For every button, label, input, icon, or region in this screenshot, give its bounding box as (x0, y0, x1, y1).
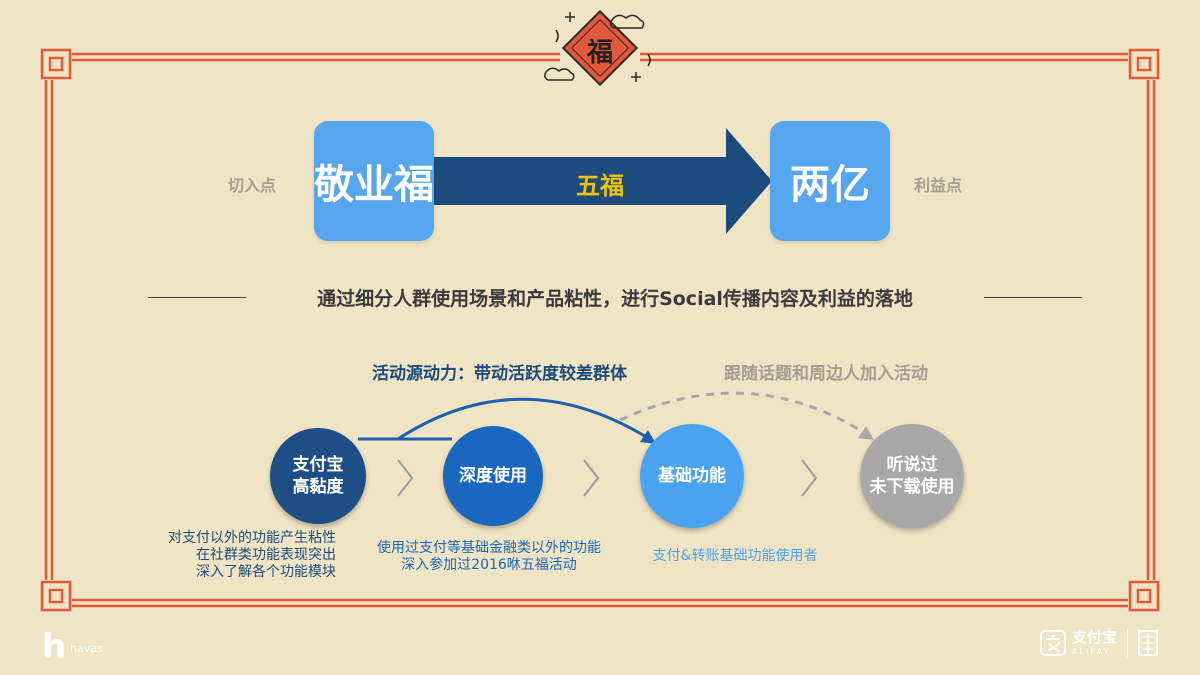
havas-logo-text: havas (70, 642, 103, 655)
node2-note-1: 使用过支付等基础金融类以外的功能 (377, 540, 601, 556)
driver-label: 活动源动力：带动活跃度较差群体 (372, 364, 627, 384)
node2-note-2: 深入参加过2016咻五福活动 (401, 557, 577, 573)
benefit-point-label: 利益点 (914, 176, 963, 195)
node-heard-not-downloaded: 听说过 未下载使用 (860, 424, 964, 528)
node3-line1: 基础功能 (658, 466, 726, 486)
node2-line1: 深度使用 (459, 466, 527, 486)
main-arrow (420, 128, 772, 234)
follow-label: 跟随话题和周边人加入活动 (724, 364, 928, 384)
five-fu-arrow-label: 五福 (576, 172, 624, 200)
node-basic-functions: 基础功能 (640, 424, 744, 528)
node4-line1: 听说过 (886, 455, 938, 475)
corner-knots (40, 48, 1160, 612)
logo-divider (1127, 629, 1129, 657)
entry-point-label: 切入点 (228, 176, 277, 195)
secondary-brand-icon (1138, 630, 1159, 656)
alipay-icon (1040, 630, 1066, 656)
node-high-stickiness: 支付宝 高黏度 (270, 428, 366, 524)
node1-note-3: 深入了解各个功能模块 (196, 564, 336, 580)
headline-rule-right (984, 297, 1082, 298)
node1-note-1: 对支付以外的功能产生粘性 (168, 530, 336, 546)
alipay-logo: 支付宝 ALIPAY (1040, 627, 1159, 658)
alipay-cn-text: 支付宝 (1072, 627, 1118, 646)
node1-note-2: 在社群类功能表现突出 (196, 547, 336, 563)
alipay-en-text: ALIPAY (1072, 646, 1111, 656)
node3-notes: 支付&转账基础功能使用者 (630, 548, 840, 565)
headline-rule-left (148, 297, 246, 298)
fu-badge: 福 (586, 38, 613, 68)
node2-notes: 使用过支付等基础金融类以外的功能 深入参加过2016咻五福活动 (354, 540, 624, 574)
node1-line2: 高黏度 (292, 477, 344, 497)
node1-line1: 支付宝 (292, 455, 344, 475)
two-hundred-million-box: 两亿 (770, 121, 890, 241)
node-deep-usage: 深度使用 (443, 426, 543, 526)
node4-line2: 未下载使用 (869, 477, 955, 497)
node3-note-1: 支付&转账基础功能使用者 (652, 548, 818, 564)
jingye-fu-box: 敬业福 (314, 121, 434, 241)
havas-logo-mark: h (42, 627, 67, 667)
headline-text: 通过细分人群使用场景和产品粘性，进行Social传播内容及利益的落地 (317, 288, 913, 310)
node1-notes: 对支付以外的功能产生粘性 在社群类功能表现突出 深入了解各个功能模块 (120, 530, 336, 581)
fu-badge-group (544, 9, 651, 87)
